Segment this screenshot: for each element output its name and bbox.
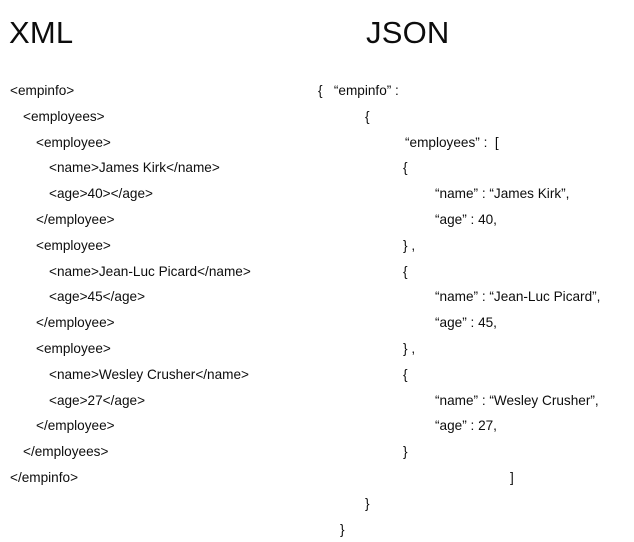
code-line-text: <name>Jean-Luc Picard</name> (49, 263, 251, 279)
json-code-line: } (0, 517, 634, 542)
xml-code-line: <employee> (0, 130, 310, 156)
code-line-text: “age” : 27, (435, 418, 497, 434)
json-code-line: “age” : 40, (0, 207, 634, 233)
xml-code-line: <employee> (0, 336, 310, 362)
slide-canvas: XML JSON <empinfo> <employees> <employee> <… (9, 15, 601, 537)
json-code-line: { (0, 362, 634, 388)
json-code-block: { “empinfo” : { “employees” : [ { “name” : “… (0, 78, 634, 542)
json-code-line: } , (0, 233, 634, 259)
code-line-text: “name” : “Jean-Luc Picard”, (435, 289, 601, 305)
json-code-line: “age” : 45, (0, 310, 634, 336)
code-line-text: </employee> (36, 211, 115, 227)
xml-code-line: <name>James Kirk</name> (0, 155, 310, 181)
code-line-text: “age” : 45, (435, 315, 497, 331)
code-line-text: { “empinfo” : (318, 83, 399, 98)
json-code-line: “age” : 27, (0, 413, 634, 439)
code-line-text: <age>45</age> (49, 289, 146, 305)
json-code-line: { (0, 104, 634, 130)
xml-code-line: </employee> (0, 207, 310, 233)
code-line-text: } (403, 444, 408, 460)
code-line-text: } (340, 521, 345, 537)
json-code-line: “name” : “James Kirk”, (0, 181, 634, 207)
xml-code-line: <employees> (0, 104, 310, 130)
xml-code-line: <age>40></age> (0, 181, 310, 207)
code-line-text: <empinfo> (10, 83, 75, 98)
json-code-line: { (0, 259, 634, 285)
code-line-text: } (365, 495, 370, 511)
code-line-text: <employee> (36, 134, 111, 150)
code-line-text: { (403, 263, 408, 279)
xml-code-line: <age>27</age> (0, 388, 310, 414)
code-line-text: </employee> (36, 315, 115, 331)
json-column-heading: JSON (366, 15, 450, 50)
json-code-line: } (0, 439, 634, 465)
code-line-text: } , (403, 237, 416, 253)
code-line-text: { (403, 160, 408, 176)
xml-code-block: <empinfo> <employees> <employee> <name>Jame… (0, 78, 310, 491)
code-line-text: “name” : “Wesley Crusher”, (435, 392, 599, 408)
code-line-text: “name” : “James Kirk”, (435, 186, 570, 202)
code-line-text: <name>James Kirk</name> (49, 160, 220, 176)
json-code-line: { (0, 155, 634, 181)
xml-code-line: <name>Jean-Luc Picard</name> (0, 259, 310, 285)
xml-code-line: </employee> (0, 310, 310, 336)
xml-column-heading: XML (9, 15, 74, 50)
code-line-text: </employee> (36, 418, 115, 434)
code-line-text: “age” : 40, (435, 211, 497, 227)
code-line-text: <employee> (36, 340, 111, 356)
json-code-line: “name” : “Wesley Crusher”, (0, 388, 634, 414)
code-line-text: <employee> (36, 237, 111, 253)
code-line-text: } , (403, 340, 416, 356)
code-line-text: <name>Wesley Crusher</name> (49, 366, 249, 382)
xml-code-line: <employee> (0, 233, 310, 259)
code-line-text: <age>40></age> (49, 186, 153, 202)
code-line-text: ] (510, 469, 514, 485)
code-line-text: { (403, 366, 408, 382)
json-code-line: “employees” : [ (0, 130, 634, 156)
xml-code-line: <age>45</age> (0, 284, 310, 310)
json-code-line: “name” : “Jean-Luc Picard”, (0, 284, 634, 310)
xml-code-line: <empinfo> (0, 78, 310, 104)
code-line-text: “employees” : [ (405, 134, 499, 150)
code-line-text: <employees> (23, 108, 105, 124)
json-code-line: ] (0, 465, 634, 491)
json-code-line: } (0, 491, 634, 517)
json-code-line: } , (0, 336, 634, 362)
code-line-text: { (365, 108, 370, 124)
code-line-text: <age>27</age> (49, 392, 146, 408)
xml-code-line: </employee> (0, 413, 310, 439)
json-code-line: { “empinfo” : (0, 78, 634, 104)
xml-code-line: <name>Wesley Crusher</name> (0, 362, 310, 388)
